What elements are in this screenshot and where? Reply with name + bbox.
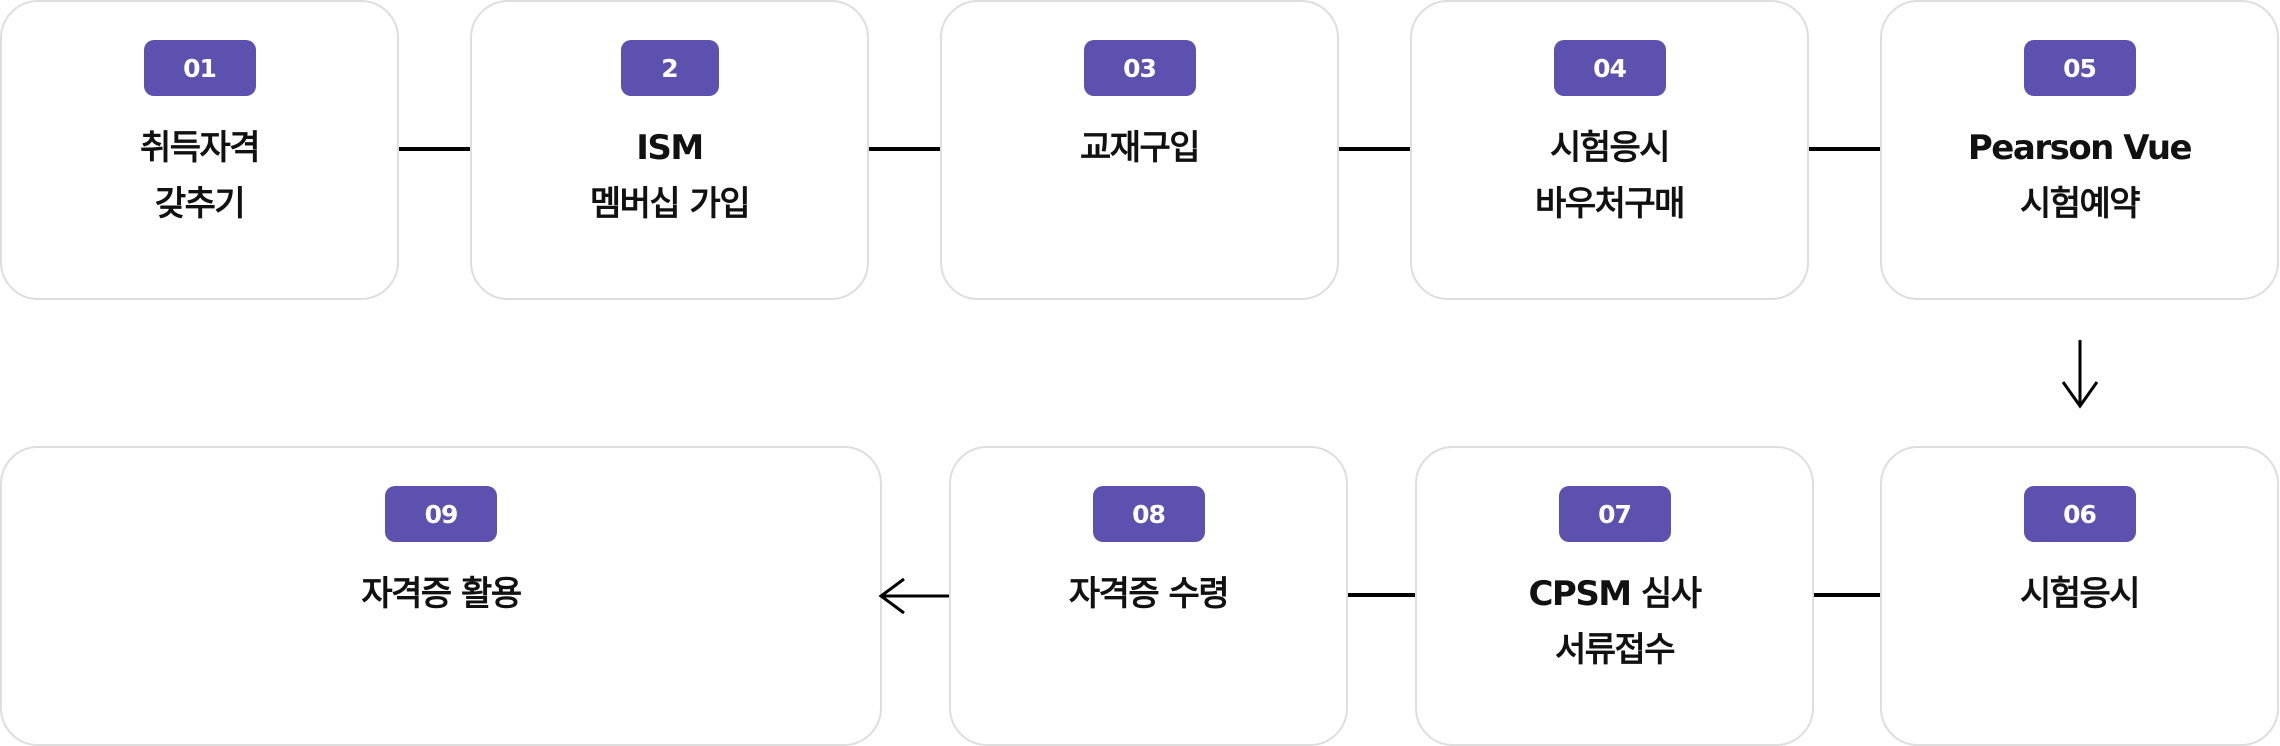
step-title-line2: 바우처구매 (1535, 184, 1685, 224)
step-number-badge: 07 (1558, 486, 1671, 542)
step-title-line1: Pearson Vue (1967, 128, 2193, 168)
step-05-card: 05 Pearson Vue 시험예약 (1880, 0, 2279, 300)
step-title-line1: 자격증 활용 (361, 574, 522, 614)
step-title: ISM 멤버십 가입 (472, 120, 867, 232)
connector-line (1348, 593, 1415, 597)
connector-line (869, 147, 940, 151)
arrow-left-icon (878, 577, 950, 615)
step-02-card: 2 ISM 멤버십 가입 (470, 0, 869, 300)
step-title-line1: ISM (636, 128, 704, 168)
step-title-line1: 취득자격 (139, 128, 261, 168)
step-title: 교재구입 (942, 120, 1337, 176)
connector-line (1809, 147, 1880, 151)
step-title-line1: 자격증 수령 (1068, 574, 1230, 614)
step-title: Pearson Vue 시험예약 (1882, 120, 2277, 232)
connector-line (399, 147, 470, 151)
step-number-badge: 2 (620, 40, 719, 96)
step-number-badge: 06 (2023, 486, 2136, 542)
connector-line (1814, 593, 1880, 597)
step-number-badge: 05 (2023, 40, 2136, 96)
step-number-badge: 09 (385, 486, 497, 542)
step-title-line2: 멤버십 가입 (589, 184, 751, 224)
step-09-card: 09 자격증 활용 (0, 446, 882, 746)
step-number-badge: 04 (1553, 40, 1666, 96)
step-title-line1: 교재구입 (1079, 128, 1201, 168)
step-title-line2: 갖추기 (154, 184, 246, 224)
step-title: 시험응시 (1882, 566, 2277, 622)
step-title-line1: 시험응시 (2019, 574, 2141, 614)
step-08-card: 08 자격증 수령 (949, 446, 1348, 746)
step-06-card: 06 시험응시 (1880, 446, 2279, 746)
step-title-line1: CPSM 심사 (1528, 574, 1702, 614)
arrow-down-icon (2061, 340, 2099, 409)
step-number-badge: 08 (1092, 486, 1205, 542)
step-number-badge: 03 (1083, 40, 1196, 96)
step-title-line2: 서류접수 (1554, 630, 1676, 670)
step-title-line2: 시험예약 (2019, 184, 2141, 224)
step-title: 자격증 수령 (951, 566, 1346, 622)
step-title: 자격증 활용 (2, 566, 880, 622)
step-title-line1: 시험응시 (1549, 128, 1671, 168)
step-03-card: 03 교재구입 (940, 0, 1339, 300)
connector-line (1339, 147, 1410, 151)
step-number-badge: 01 (143, 40, 256, 96)
